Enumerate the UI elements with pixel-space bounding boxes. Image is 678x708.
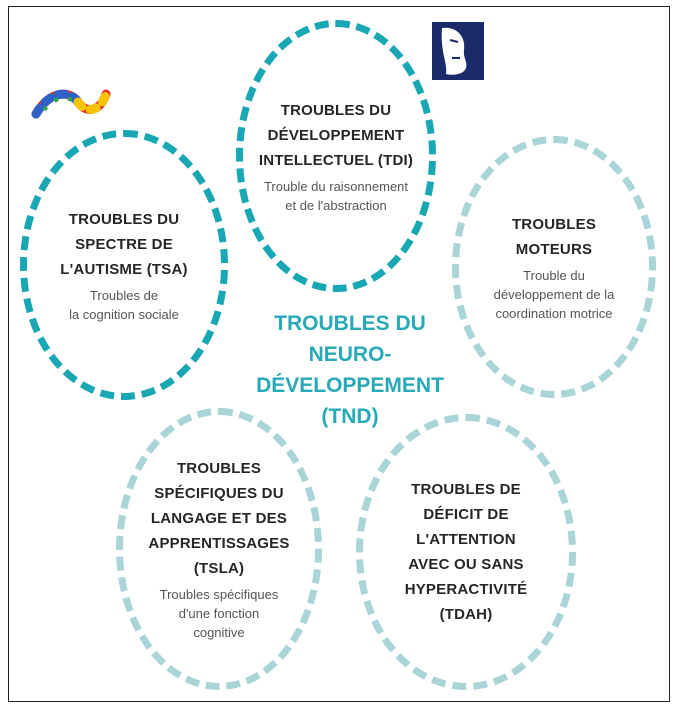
tsla-sub-line: cognitive	[193, 625, 245, 640]
tdi-title-line: DÉVELOPPEMENT	[267, 126, 405, 144]
tdi-sub-line: et de l'abstraction	[285, 197, 387, 213]
tdi-title: TROUBLES DU DÉVELOPPEMENT INTELLECTUEL (…	[259, 98, 413, 173]
central-title-line: TROUBLES DU	[274, 312, 426, 335]
autism-puzzle-ribbon-icon	[31, 89, 111, 119]
tdah-title-line: HYPERACTIVITÉ	[404, 581, 528, 598]
tsa-subtitle: Troubles de la cognition sociale	[69, 286, 179, 324]
tsla-sub-line: d'une fonction	[178, 606, 260, 621]
moteurs-title-line: MOTEURS	[515, 240, 593, 258]
tdah-title-line: TROUBLES DE	[411, 481, 521, 498]
moteurs-sub-line: développement de la	[493, 286, 615, 302]
moteurs-sub-line: Trouble du	[523, 267, 585, 283]
circle-tdah: TROUBLES DE DÉFICIT DE L'ATTENTION AVEC …	[356, 414, 576, 690]
tdi-sub-line: Trouble du raisonnement	[263, 178, 409, 194]
tsla-title-line: SPÉCIFIQUES DU	[154, 485, 284, 502]
circle-tdi: TROUBLES DU DÉVELOPPEMENT INTELLECTUEL (…	[236, 20, 436, 292]
tsa-title-line: TROUBLES DU	[68, 210, 180, 228]
moteurs-title: TROUBLES MOTEURS	[512, 212, 596, 262]
tdah-title: TROUBLES DE DÉFICIT DE L'ATTENTION AVEC …	[405, 477, 528, 627]
moteurs-title-line: TROUBLES	[511, 215, 597, 233]
tdah-title-line: AVEC OU SANS	[408, 556, 524, 573]
moteurs-sub-line: coordination motrice	[495, 305, 613, 321]
tsla-title-line: APPRENTISSAGES	[148, 535, 290, 552]
tdi-title-line: INTELLECTUEL (TDI)	[258, 151, 414, 169]
tdi-subtitle: Trouble du raisonnement et de l'abstract…	[264, 177, 408, 215]
tsla-title-line: (TSLA)	[193, 560, 245, 577]
moteurs-subtitle: Trouble du développement de la coordinat…	[494, 266, 615, 323]
tdah-title-line: (TDAH)	[439, 606, 493, 623]
tsla-subtitle: Troubles spécifiques d'une fonction cogn…	[160, 585, 279, 642]
face-profile-logo-icon	[432, 22, 484, 80]
tsla-sub-line: Troubles spécifiques	[159, 587, 279, 602]
tsla-title-line: TROUBLES	[176, 460, 262, 477]
central-title-tnd: TROUBLES DU NEURO- DÉVELOPPEMENT (TND)	[200, 308, 500, 432]
central-title-line: DÉVELOPPEMENT	[256, 374, 444, 397]
tdi-title-line: TROUBLES DU	[280, 101, 392, 119]
tsla-title: TROUBLES SPÉCIFIQUES DU LANGAGE ET DES A…	[148, 456, 289, 581]
tdah-title-line: DÉFICIT DE	[423, 506, 509, 523]
tsa-sub-line: Troubles de	[89, 287, 159, 303]
circle-tsa: TROUBLES DU SPECTRE DE L'AUTISME (TSA) T…	[20, 130, 228, 400]
tsa-title: TROUBLES DU SPECTRE DE L'AUTISME (TSA)	[60, 207, 187, 282]
tsa-sub-line: la cognition sociale	[69, 306, 179, 322]
tsla-title-line: LANGAGE ET DES	[150, 510, 288, 527]
tsa-title-line: L'AUTISME (TSA)	[60, 260, 188, 278]
circle-tsla: TROUBLES SPÉCIFIQUES DU LANGAGE ET DES A…	[116, 408, 322, 690]
tsa-title-line: SPECTRE DE	[75, 235, 173, 253]
central-title-line: (TND)	[321, 405, 379, 428]
tdah-title-line: L'ATTENTION	[416, 531, 516, 548]
circle-moteurs: TROUBLES MOTEURS Trouble du développemen…	[452, 136, 656, 398]
central-title-line: NEURO-	[308, 343, 392, 366]
